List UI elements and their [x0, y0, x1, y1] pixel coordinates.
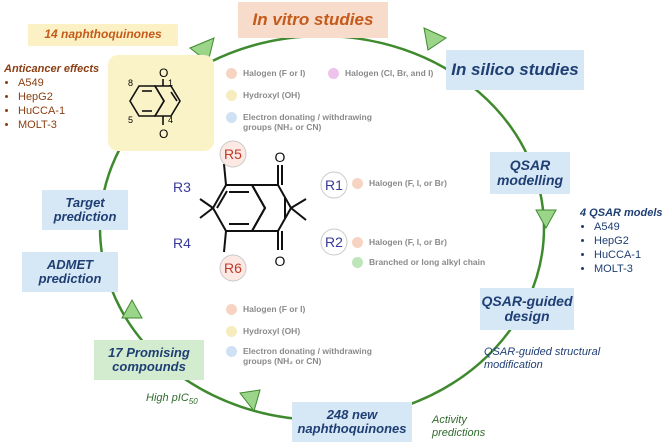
legend-top-halogen-f-i: Halogen (F or I) — [226, 68, 346, 79]
qsar-guided-design-box: QSAR-guided design — [480, 288, 574, 330]
anticancer-title: Anticancer effects — [4, 63, 100, 75]
anticancer-item: HepG2 — [18, 90, 104, 104]
legend-dot — [352, 257, 363, 268]
anticancer-item: A549 — [18, 76, 104, 90]
legend-r2-halogen: Halogen (F, I, or Br) — [352, 237, 472, 248]
r1-highlight — [320, 171, 348, 199]
activity-predictions-note: Activity predictions — [432, 414, 486, 440]
legend-label: Halogen (F or I) — [243, 68, 306, 78]
cycle-arrow-icon — [423, 27, 448, 51]
legend-bottom-halogen: Halogen (F or I) — [226, 304, 346, 315]
admet-prediction-box: ADMET prediction — [22, 252, 118, 292]
qsar-model-item: A549 — [594, 220, 664, 234]
legend-bottom-ed-ew: Electron donating / withdrawing groups (… — [226, 346, 396, 366]
oxygen-bottom-label: O — [275, 253, 286, 269]
naphthoquinones-14-box: 14 naphthoquinones — [28, 24, 178, 46]
high-pic50-subscript: 50 — [188, 397, 198, 407]
qsar-model-item: HuCCA-1 — [594, 248, 664, 262]
legend-r2-alkyl: Branched or long alkyl chain — [352, 257, 502, 268]
r1-label: R1 — [325, 177, 343, 193]
naphthoquinone-structure — [199, 163, 307, 253]
legend-dot — [226, 90, 237, 101]
r2-label: R2 — [325, 234, 343, 250]
legend-label: Halogen (F or I) — [243, 304, 306, 314]
legend-label: Electron donating / withdrawing groups (… — [243, 346, 372, 367]
r4-label: R4 — [173, 235, 191, 251]
legend-dot — [328, 68, 339, 79]
qsar-model-item: MOLT-3 — [594, 262, 664, 276]
anticancer-list: Anticancer effects A549 HepG2 HuCCA-1 MO… — [4, 62, 104, 132]
legend-label: Halogen (F, I, or Br) — [369, 178, 447, 188]
small-naphthoquinone-structure — [129, 79, 181, 125]
r2-highlight — [320, 228, 348, 256]
cycle-arrow-icon — [535, 209, 557, 230]
r3-label: R3 — [173, 179, 191, 195]
new-naphthoquinones-box: 248 new naphthoquinones — [292, 402, 412, 442]
anticancer-item: MOLT-3 — [18, 118, 104, 132]
qsar-guided-modification-note: QSAR-guided structural modification — [484, 346, 601, 372]
r5-label: R5 — [224, 146, 242, 162]
qsar-model-item: HepG2 — [594, 234, 664, 248]
legend-dot — [226, 304, 237, 315]
legend-dot — [226, 346, 237, 357]
legend-dot — [352, 178, 363, 189]
legend-label: Branched or long alkyl chain — [369, 257, 486, 267]
legend-label: Hydroxyl (OH) — [243, 326, 301, 336]
cycle-arrow-icon — [121, 298, 143, 319]
small-structure-panel — [108, 55, 214, 151]
in-silico-box: In silico studies — [446, 50, 584, 90]
promising-compounds-box: 17 Promising compounds — [94, 340, 204, 380]
qsar-models-list: 4 QSAR models A549 HepG2 HuCCA-1 MOLT-3 — [580, 206, 664, 276]
r6-highlight — [219, 254, 247, 282]
small-pos8-label: 8 — [128, 78, 133, 88]
legend-dot — [226, 112, 237, 123]
target-prediction-box: Target prediction — [42, 190, 128, 230]
qsar-models-title: 4 QSAR models — [580, 207, 663, 219]
oxygen-top-label: O — [275, 149, 286, 165]
anticancer-item: HuCCA-1 — [18, 104, 104, 118]
legend-label: Electron donating / withdrawing groups (… — [243, 112, 372, 133]
legend-dot — [226, 68, 237, 79]
legend-top-hydroxyl: Hydroxyl (OH) — [226, 90, 356, 101]
r6-label: R6 — [224, 260, 242, 276]
legend-dot — [352, 237, 363, 248]
legend-label: Halogen (Cl, Br, and I) — [345, 68, 434, 78]
small-pos1-label: 1 — [168, 78, 173, 88]
small-pos5-label: 5 — [128, 115, 133, 125]
high-pic50-text: High pIC — [146, 392, 189, 404]
legend-bottom-hydroxyl: Hydroxyl (OH) — [226, 326, 346, 337]
r5-highlight — [219, 140, 247, 168]
legend-top-ed-ew: Electron donating / withdrawing groups (… — [226, 112, 396, 132]
cycle-arrow-icon — [239, 389, 261, 413]
small-pos4-label: 4 — [168, 115, 173, 125]
legend-dot — [226, 326, 237, 337]
legend-r1-halogen: Halogen (F, I, or Br) — [352, 178, 472, 189]
in-vitro-box: In vitro studies — [238, 2, 388, 38]
qsar-modelling-box: QSAR modelling — [490, 152, 570, 194]
high-pic50-note: High pIC50 — [146, 392, 226, 407]
legend-top-halogen-cl-br-i: Halogen (Cl, Br, and I) — [328, 68, 468, 79]
legend-label: Hydroxyl (OH) — [243, 90, 301, 100]
small-o4-label: O — [159, 127, 168, 141]
legend-label: Halogen (F, I, or Br) — [369, 237, 447, 247]
small-o1-label: O — [159, 66, 168, 80]
